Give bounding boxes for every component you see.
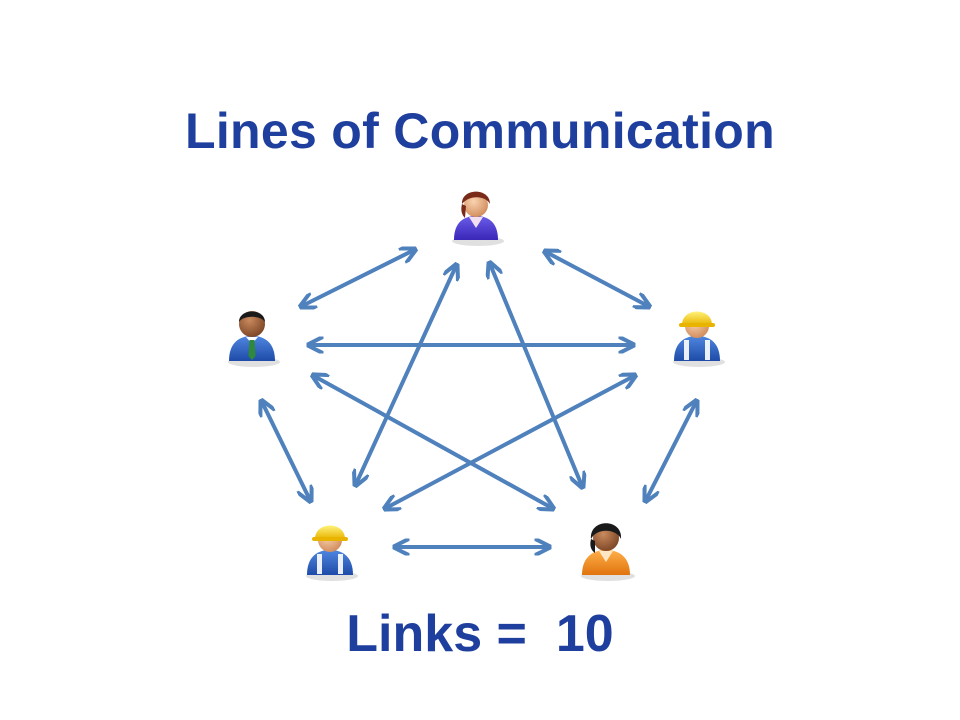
link-right-bottom-left <box>386 376 634 508</box>
link-top-bottom-left <box>356 266 456 484</box>
links-label: Links = <box>346 605 527 663</box>
link-top-bottom-right <box>490 264 582 486</box>
link-left-bottom-right <box>314 376 552 508</box>
links-count: Links = 10 <box>0 604 960 664</box>
construction-worker-icon <box>673 311 725 367</box>
link-left-bottom-left <box>262 402 310 500</box>
businessman-icon <box>228 311 280 367</box>
link-top-right <box>546 252 648 306</box>
construction-worker-icon <box>306 525 358 581</box>
woman-orange-icon <box>581 523 635 581</box>
diagram-title: Lines of Communication <box>185 103 775 159</box>
links-layer <box>262 250 696 547</box>
links-value: 10 <box>555 605 614 663</box>
link-top-left <box>302 250 414 306</box>
businesswoman-icon <box>452 191 504 246</box>
link-right-bottom-right <box>646 402 696 500</box>
